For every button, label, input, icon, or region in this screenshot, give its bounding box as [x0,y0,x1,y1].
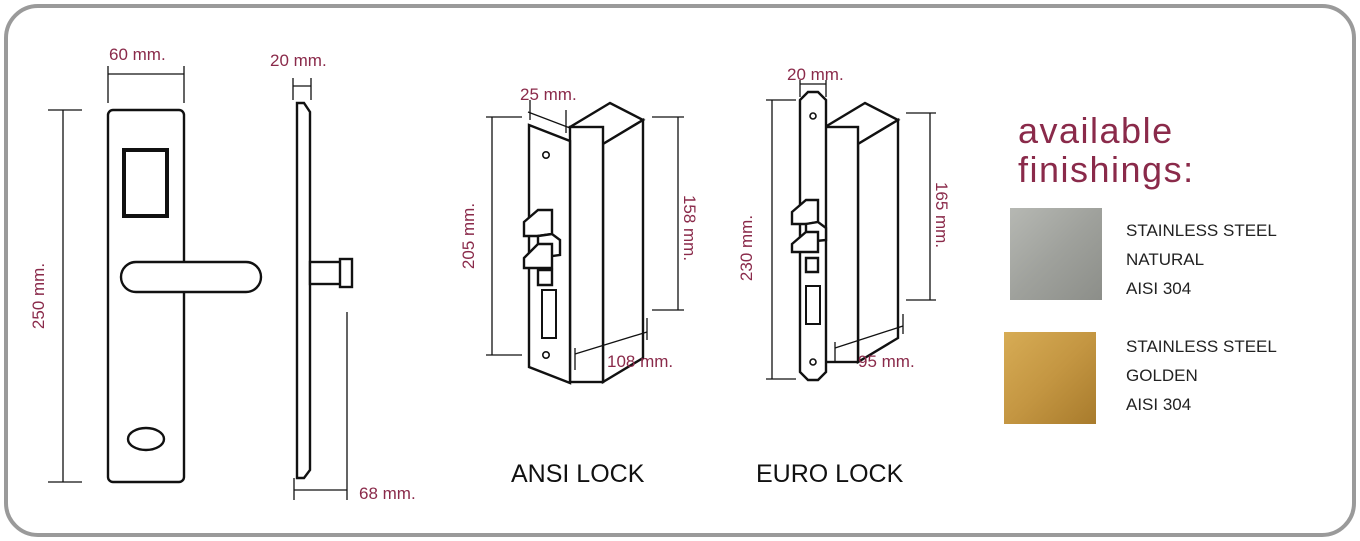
side-thickness-dimension: 20 mm. [270,51,327,100]
finish-golden-line3: AISI 304 [1126,395,1191,414]
finishings-title-line2: finishings: [1018,149,1195,190]
ansi-depth-dimension: 108 mm. [574,318,673,371]
euro-lock-drawing [790,90,901,382]
dim-ansi-depth: 108 mm. [607,352,673,371]
finish-natural-line3: AISI 304 [1126,279,1191,298]
dim-side-projection: 68 mm. [359,484,416,503]
dim-handle-height: 250 mm. [29,263,48,329]
ansi-faceplate-dimension: 25 mm. [520,85,577,133]
finish-natural-line1: STAINLESS STEEL [1126,221,1277,240]
finishings-title-line1: available [1018,110,1174,151]
finish-natural-line2: NATURAL [1126,250,1204,269]
dim-euro-body-height: 165 mm. [932,182,951,248]
ansi-height-dimension: 205 mm. [459,116,522,356]
dim-euro-depth: 95 mm. [858,352,915,371]
dim-ansi-height: 205 mm. [459,203,478,269]
handle-height-dimension: 250 mm. [29,109,82,483]
euro-height-dimension: 230 mm. [737,99,796,380]
euro-body-height-dimension: 165 mm. [906,112,951,301]
handle-front-view [106,108,263,484]
finishings-section: available finishings: STAINLESS STEEL NA… [1004,110,1277,424]
euro-depth-dimension: 95 mm. [834,314,915,371]
ansi-lock-drawing [522,101,646,385]
swatch-golden-steel [1004,332,1096,424]
finish-golden-line1: STAINLESS STEEL [1126,337,1277,356]
dim-handle-width: 60 mm. [109,45,166,64]
dim-ansi-faceplate: 25 mm. [520,85,577,104]
swatch-natural-steel [1010,208,1102,300]
side-projection-dimension: 68 mm. [293,312,416,503]
dim-ansi-body-height: 158 mm. [680,195,699,261]
dim-side-thickness: 20 mm. [270,51,327,70]
panel-frame [4,4,1356,537]
dim-euro-faceplate: 20 mm. [787,65,844,84]
dim-euro-height: 230 mm. [737,215,756,281]
ansi-lock-caption: ANSI LOCK [511,460,645,488]
handle-side-view [295,101,354,480]
euro-lock-caption: EURO LOCK [756,460,904,488]
handle-width-dimension: 60 mm. [107,45,185,103]
finish-golden-line2: GOLDEN [1126,366,1198,385]
ansi-body-height-dimension: 158 mm. [652,116,699,311]
euro-faceplate-dimension: 20 mm. [787,65,844,97]
